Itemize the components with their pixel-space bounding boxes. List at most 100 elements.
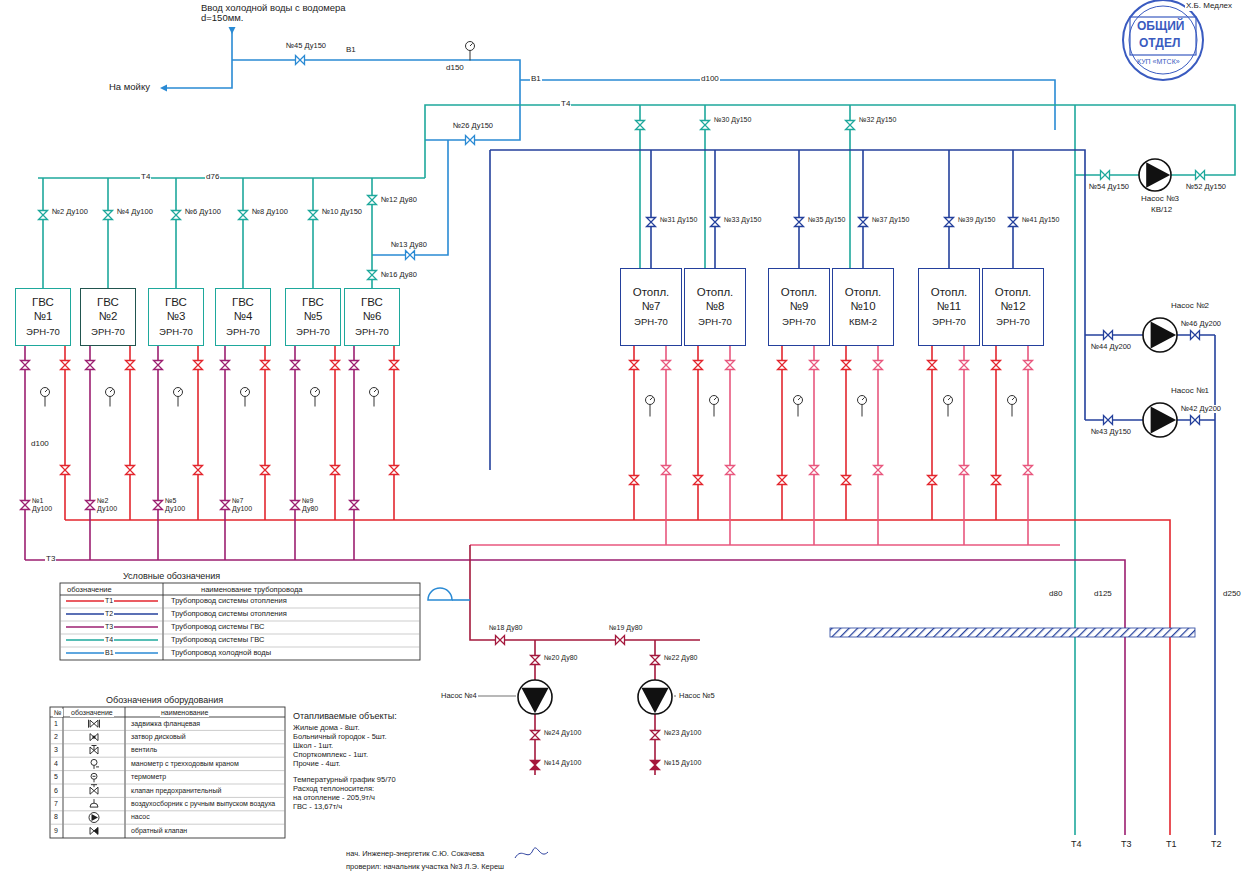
equipment-symbol xyxy=(91,773,97,782)
equipment-symbol xyxy=(90,799,98,807)
pipe-line xyxy=(813,346,815,545)
pipe-code: В1 xyxy=(104,649,115,657)
valve-symbol xyxy=(694,361,703,370)
valve-symbol xyxy=(846,121,855,130)
pipe-line xyxy=(353,346,355,560)
valve-label: №12 Ду80 xyxy=(380,196,418,204)
valve-label: №31 Ду150 xyxy=(659,216,698,224)
note-text: ГВС - 13,67т/ч xyxy=(292,803,343,811)
valve-symbol xyxy=(406,251,415,260)
dhw-exchanger-box: ГВС №1ЭРН-70 xyxy=(15,288,71,346)
valve-symbol xyxy=(945,218,954,227)
gauge-symbol xyxy=(41,388,50,407)
unit-model: ЭРН-70 xyxy=(26,327,60,338)
table-cell: 7 xyxy=(53,800,59,808)
pipe-line xyxy=(697,346,699,520)
stamp-text: КУП «МТСК» xyxy=(1136,58,1181,66)
gauge-symbol xyxy=(241,388,250,407)
valve-symbol xyxy=(694,476,703,485)
unit-name: Отопл. №7 xyxy=(630,286,672,312)
valve-symbol xyxy=(291,361,300,370)
unit-name: ГВС №2 xyxy=(87,296,129,322)
equipment-symbol xyxy=(89,813,99,823)
valve-symbol xyxy=(651,731,660,740)
valve-label: №18 Ду80 xyxy=(488,624,523,632)
equipment-symbol xyxy=(90,827,98,834)
dhw-exchanger-box: ГВС №2ЭРН-70 xyxy=(80,288,136,346)
pipe-code: Т3 xyxy=(45,555,56,564)
valve-symbol xyxy=(778,476,787,485)
table-header: наименование xyxy=(160,709,209,717)
valve-symbol xyxy=(662,361,671,370)
table-cell: 3 xyxy=(53,746,59,754)
pump-symbol xyxy=(638,680,672,714)
stamp-text: Х.Б. Медлех xyxy=(1185,2,1233,11)
table-rule xyxy=(50,810,285,811)
gauge-symbol xyxy=(311,388,320,407)
unit-model: ЭРН-70 xyxy=(782,317,816,328)
pipe-line xyxy=(24,346,26,560)
pipe-line xyxy=(242,178,244,288)
note-text: Расход теплоносителя: xyxy=(292,785,375,793)
pipe-size: d76 xyxy=(205,173,220,182)
flow-arrow xyxy=(160,85,167,92)
inlet-note: Ввод холодной воды с водомера d=150мм. xyxy=(200,3,352,24)
pipe-code: Т4 xyxy=(560,100,571,109)
heating-exchanger-box: Отопл. №12ЭРН-70 xyxy=(982,268,1044,346)
valve-symbol xyxy=(390,466,399,475)
valve-symbol xyxy=(194,361,203,370)
unit-name: ГВС №3 xyxy=(155,296,197,322)
table-rule xyxy=(60,595,420,596)
valve-symbol xyxy=(1191,331,1200,340)
pipe-size: d250 xyxy=(1222,590,1242,599)
valve-symbol xyxy=(1024,361,1033,370)
pipe-size: d100 xyxy=(30,440,50,449)
table-cell: клапан предохранительный xyxy=(130,787,222,795)
heating-exchanger-box: Отопл. №7ЭРН-70 xyxy=(620,268,682,346)
valve-symbol xyxy=(86,501,95,510)
valve-label: №20 Ду80 xyxy=(543,654,578,662)
pipe-code: Т4 xyxy=(1070,840,1083,850)
valve-symbol xyxy=(154,361,163,370)
valve-label: №16 Ду80 xyxy=(380,271,418,279)
valve-symbol xyxy=(647,218,656,227)
valve-label: №39 Ду150 xyxy=(957,216,996,224)
valve-label: №1 Ду100 xyxy=(31,497,59,512)
valve-symbol xyxy=(466,136,475,145)
valve-label: №37 Ду150 xyxy=(871,216,910,224)
valve-symbol xyxy=(368,196,377,205)
legend-text: Трубопровод системы ГВС xyxy=(170,623,265,631)
valve-symbol xyxy=(992,361,1001,370)
pipe-size: d150 xyxy=(445,64,465,73)
unit-model: ЭРН-70 xyxy=(296,327,330,338)
unit-name: Отопл. №10 xyxy=(842,286,884,312)
note-text: Жилые дома - 8шт. xyxy=(292,724,361,732)
valve-symbol xyxy=(651,656,660,665)
valve-label: №5 Ду100 xyxy=(164,497,192,512)
valve-symbol xyxy=(928,361,937,370)
valve-symbol xyxy=(1101,171,1110,180)
valve-symbol xyxy=(194,466,203,475)
table-rule xyxy=(60,647,420,648)
pipe-line xyxy=(470,545,700,640)
valve-label: №54 Ду150 xyxy=(1088,183,1130,191)
valve-label: №7 Ду100 xyxy=(231,497,259,512)
pump-symbol xyxy=(518,680,552,714)
pipe-code: Т3 xyxy=(1120,840,1133,850)
gauge-symbol xyxy=(646,396,655,417)
dhw-exchanger-box: ГВС №3ЭРН-70 xyxy=(148,288,204,346)
valve-symbol xyxy=(531,656,540,665)
valve-symbol xyxy=(368,271,377,280)
valve-symbol xyxy=(874,466,883,475)
pipe-code: Т3 xyxy=(104,623,114,631)
valve-symbol xyxy=(126,361,135,370)
pipe-code: Т4 xyxy=(104,636,114,644)
pipe-line xyxy=(650,150,652,268)
valve-symbol xyxy=(496,636,505,645)
pump-symbol xyxy=(1139,159,1171,191)
valve-label: №15 Ду100 xyxy=(663,759,702,767)
pipe-size: d100 xyxy=(700,75,720,84)
note-text: Отапливаемые объекты: xyxy=(292,712,398,722)
